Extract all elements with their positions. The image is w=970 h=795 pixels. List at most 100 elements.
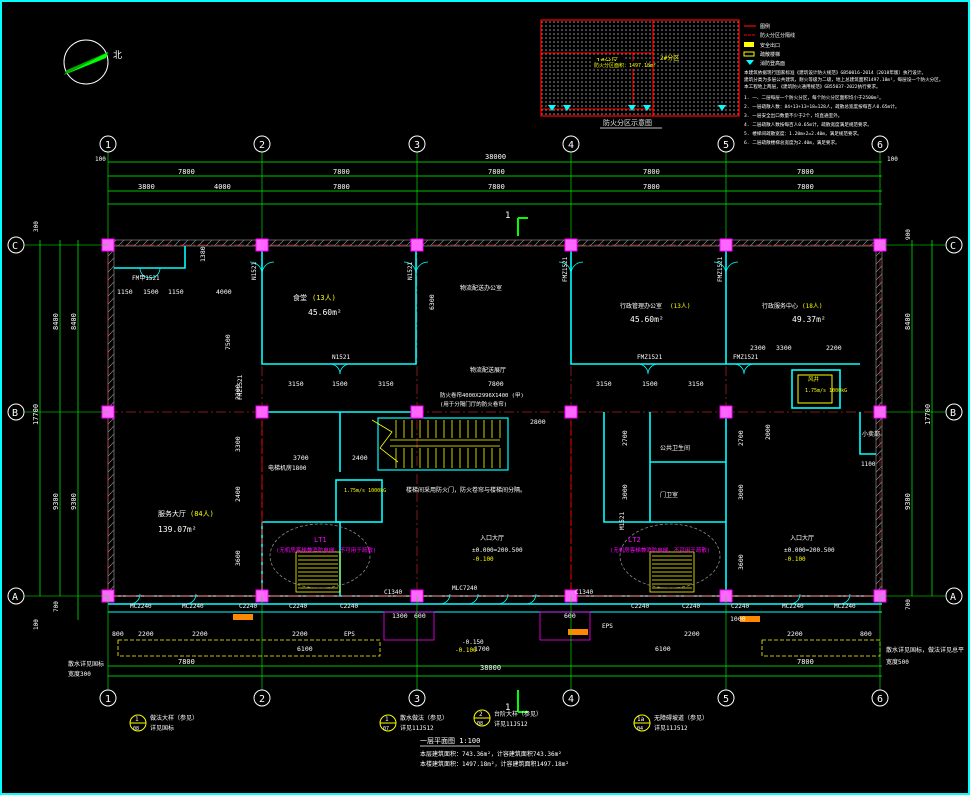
grid-row-left-B: B [12, 408, 18, 419]
door-shutter-sub: (用于分隔门厅的防火卷帘) [440, 400, 507, 408]
svg-text:详见国标: 详见国标 [150, 724, 174, 732]
dim-bay-b1: 7800 [178, 658, 195, 666]
bottom-notes: 散水详见国标 宽度300 散水详见国标，做法详见总平 宽度500 38000 7… [68, 646, 964, 678]
d7500: 7500 [224, 334, 232, 350]
svg-text:散水做法（参见）: 散水做法（参见） [400, 714, 448, 722]
elev-e1: ±0.000=200.500 [472, 547, 523, 554]
dim-right-700: 700 [905, 599, 912, 610]
grid-col-bottom-6: 6 [877, 694, 883, 705]
d3150c: 3150 [596, 380, 612, 388]
d2700b: 2700 [737, 430, 745, 446]
stair-lt1 [269, 523, 371, 593]
d3300b: 3300 [234, 436, 242, 452]
d1300: 1300 [392, 612, 408, 620]
dim-bay-5b: 7800 [797, 183, 814, 191]
room9-name: 小卖部 [862, 430, 880, 438]
grid-row-right-C: C [950, 241, 956, 252]
d2300a: 2300 [750, 344, 766, 352]
north-arrow: 北 [63, 39, 122, 85]
svg-text:1a: 1a [637, 716, 645, 723]
svg-text:2: 2 [479, 711, 483, 718]
door-mc2240c: MC2240 [782, 603, 804, 610]
door-fmz1b: FMZ1521 [717, 256, 724, 282]
door-fmz1d: FMZ1521 [733, 354, 759, 361]
dim-right-1100: 1100 [861, 461, 876, 468]
dim-right-total: 17700 [924, 404, 932, 425]
d1150b: 1150 [168, 288, 184, 296]
door-mc2240a: MC2240 [130, 603, 152, 610]
inset-zone: 1#分区 [596, 56, 618, 65]
note-4: 2. 一层疏散人数：84+13+13+18=128人，疏散总宽度按每百人0.65… [744, 103, 900, 110]
section-mark-bottom: 1 [505, 690, 528, 713]
dim-right-8400a: 8400 [904, 313, 912, 330]
d2400a: 2400 [234, 486, 242, 502]
d2400b: 2400 [352, 454, 368, 462]
dim-edge-tl: 100 [95, 156, 106, 163]
room8-name: 门卫室 [660, 491, 678, 499]
callout-2: 2 08 台阶大样（参见） 详见11J512 [473, 709, 542, 728]
d1500c: 1500 [642, 380, 658, 388]
detail-callouts: 1 08 做法大样（参见） 详见国标 1 07 散水做法（参见） 详见11J51… [129, 709, 708, 732]
dim-left-300: 300 [33, 221, 40, 232]
dim-overall-top: 38000 [485, 153, 506, 161]
door-c2240b: C2240 [289, 603, 307, 610]
d6300: 6300 [428, 294, 436, 310]
section-mark-top: 1 [505, 211, 528, 236]
note-8: 6. 二层疏散楼梯总宽度为2.40m，满足要求。 [744, 139, 840, 146]
dim-bay-2b: 7800 [333, 183, 350, 191]
grid-col-top-5: 5 [723, 140, 729, 151]
svg-text:1: 1 [385, 716, 389, 723]
svg-text:04: 04 [637, 726, 643, 732]
d2300b: 2300 [234, 384, 242, 400]
svg-text:做法大样（参见）: 做法大样（参见） [150, 714, 198, 722]
fire-zone-inset: 1#分区 防火分区面积：1497.18m² 2#分区 防火分区示意图 [540, 19, 740, 129]
room1-people: (13人) [312, 294, 336, 302]
dining-hall: 物流配送展厅 [470, 366, 506, 374]
grid-col-top-4: 4 [568, 140, 574, 151]
section-num-bottom: 1 [505, 703, 510, 713]
interior-dims: 1150 1500 1150 4000 7500 1380 3150 1500 … [112, 246, 872, 653]
dim-left-100: 100 [33, 619, 40, 630]
bnote-right1: 散水详见国标，做法详见总平 [886, 646, 964, 654]
d800a: 800 [112, 630, 124, 638]
svg-text:08: 08 [477, 721, 483, 727]
d2200c: 2200 [192, 630, 208, 638]
note-1: 建筑分类为多层公共建筑，耐火等级为二级，地上总建筑面积1497.18m²，每层设… [744, 76, 943, 83]
lift-lt2-note: (无机房客梯兼消防电梯，不可用于疏散) [610, 546, 710, 554]
lift-labels: LT1 (无机房客梯兼消防电梯，不可用于疏散) LT2 (无机房客梯兼消防电梯，… [276, 536, 710, 554]
d4000: 4000 [216, 288, 232, 296]
room2-name: 物流配送办公室 [460, 284, 502, 292]
d3150d: 3150 [688, 380, 704, 388]
svg-text:07: 07 [383, 726, 389, 732]
elevator-spec-right: 1.75m/s 1000kG [805, 388, 847, 394]
inset-caption: 防火分区示意图 [603, 118, 652, 127]
svg-text:1: 1 [135, 716, 139, 723]
note-7: 5. 楼梯间疏散宽度：1.20m×2=2.40m，满足规范要求。 [744, 130, 862, 137]
callout-3: 1a 04 无障碍坡道（参见） 详见11J512 [633, 714, 708, 732]
door-shutter: 防火卷帘4000X2996X1400 (甲) [440, 391, 524, 399]
room10-name: 风井 [808, 375, 820, 383]
room4-name: 行政服务中心 [762, 302, 798, 310]
door-mlc7240: MLC7240 [452, 585, 478, 592]
north-label: 北 [113, 50, 122, 61]
legend-4: 消防登高面 [760, 60, 785, 67]
d2200: 2200 [826, 344, 842, 352]
d1500b: 1500 [332, 380, 348, 388]
grid-col-bottom-2: 2 [259, 694, 265, 705]
callout-1: 1 07 散水做法（参见） 详见11J512 [379, 714, 448, 732]
note-5: 3. 一层安全出口数量不少于2个，均直通室外。 [744, 112, 842, 119]
dim-edge-tr: 100 [887, 156, 898, 163]
inset-zone2: 2#分区 [660, 54, 679, 62]
dim-bay-2: 7800 [333, 168, 350, 176]
svg-text:详见11J512: 详见11J512 [654, 724, 688, 732]
door-fmz1c: FMZ1521 [637, 354, 663, 361]
svg-text:无障碍坡道（参见）: 无障碍坡道（参见） [654, 714, 708, 722]
column [564, 405, 578, 419]
elevations: ±0.000=200.500 -0.100 ±0.000=200.500 -0.… [455, 547, 835, 654]
d800b: 800 [860, 630, 872, 638]
